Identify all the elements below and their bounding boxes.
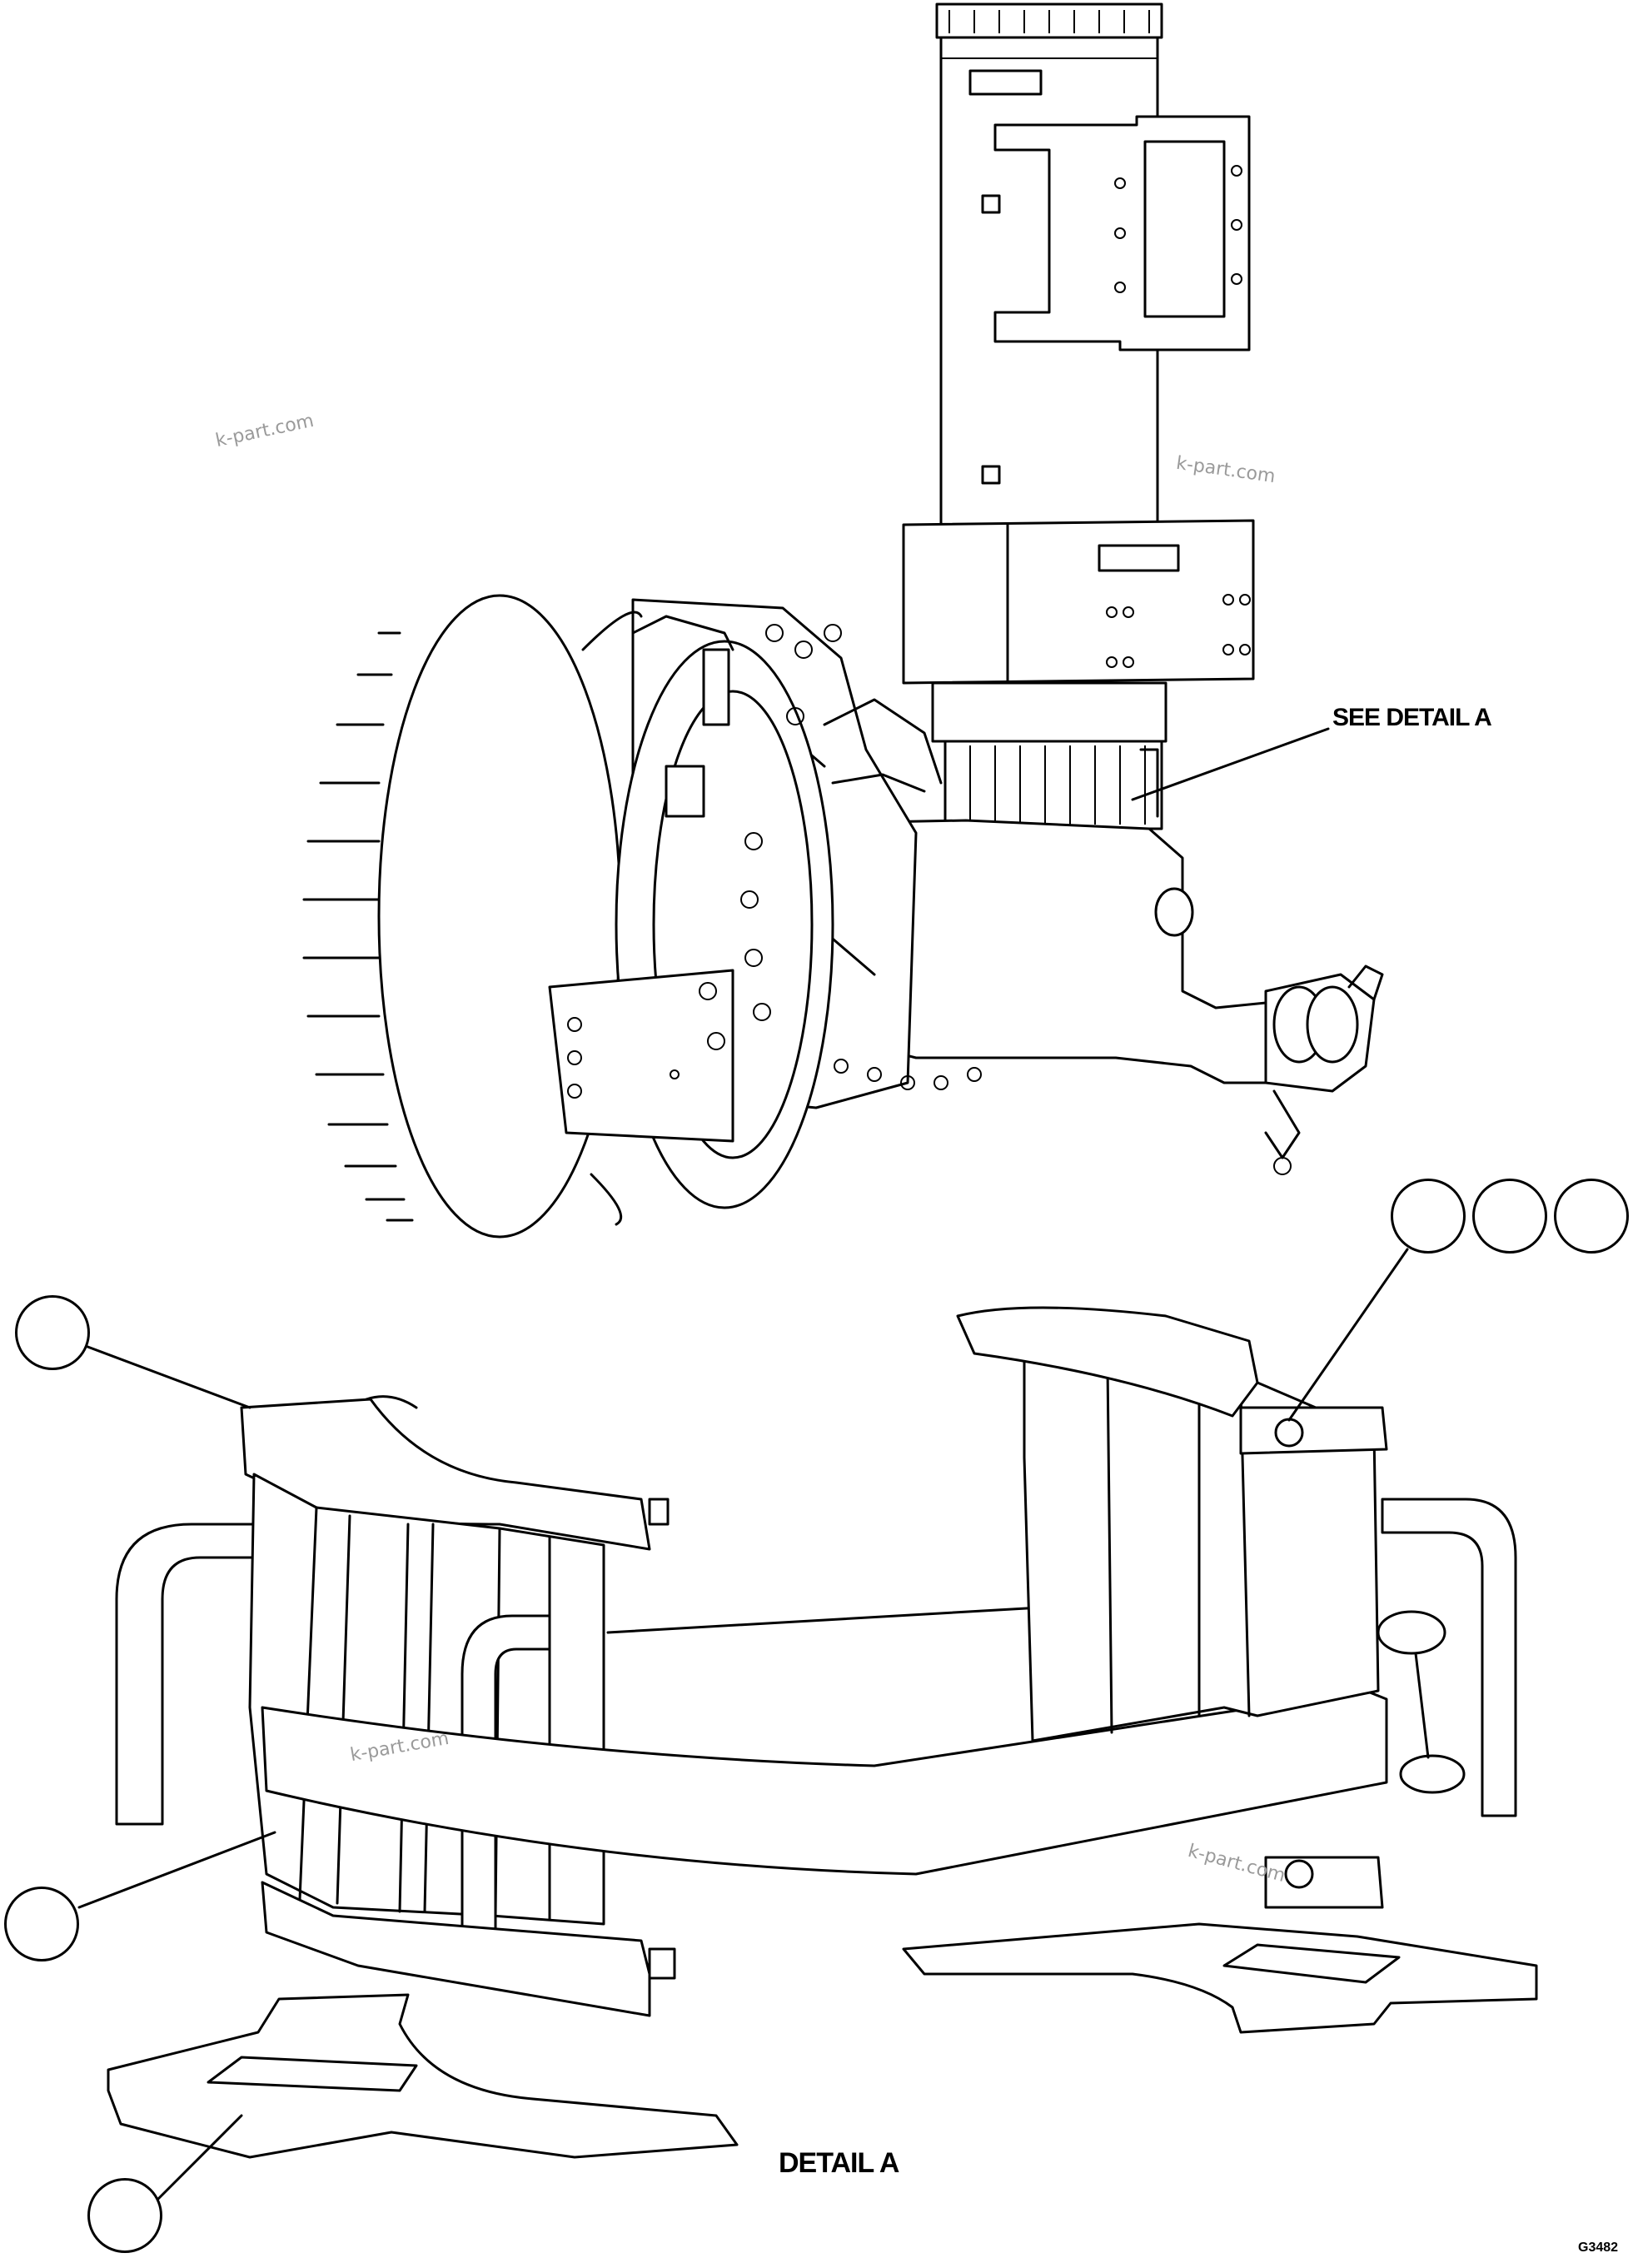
callout-bubble-top-right-2	[1472, 1179, 1547, 1254]
upper-assembly	[302, 2, 1384, 1239]
lower-guard	[548, 969, 734, 1143]
callout-bubble-top-right-1	[1391, 1179, 1466, 1254]
right-handle	[1381, 1498, 1517, 1817]
right-floor-plate	[902, 1922, 1538, 2034]
bolt-circle	[699, 624, 982, 1090]
callout-bubble-left-upper	[15, 1295, 90, 1370]
callout-bubble-top-right-3	[1554, 1179, 1629, 1254]
collar-housing	[902, 519, 1255, 685]
figure-code: G3482	[1578, 2241, 1619, 2255]
right-pulley	[1377, 1610, 1466, 1794]
saw-teeth	[302, 631, 414, 1222]
mast-top-bolts	[948, 10, 1150, 33]
left-floor-plate	[107, 1993, 739, 2159]
see-detail-a-label: SEE DETAIL A	[1332, 704, 1492, 731]
callout-bubble-left-lower	[4, 1887, 79, 1961]
detail-a-assembly	[107, 1306, 1538, 2159]
callout-bubble-bottom-left	[87, 2178, 162, 2253]
right-clamp-top	[956, 1306, 1259, 1418]
mounting-bracket	[993, 115, 1251, 351]
rotator-ring	[931, 681, 1167, 830]
detail-a-title: DETAIL A	[779, 2147, 899, 2179]
front-handle	[461, 1614, 551, 1942]
hydraulic-hose	[631, 615, 943, 818]
leader-lines	[77, 1248, 1409, 2201]
band-strap	[261, 1689, 1388, 1876]
see-detail-leader	[1131, 727, 1330, 801]
left-handle	[115, 1523, 276, 1826]
saw-disc	[302, 594, 834, 1239]
base-rail	[261, 1881, 651, 2017]
